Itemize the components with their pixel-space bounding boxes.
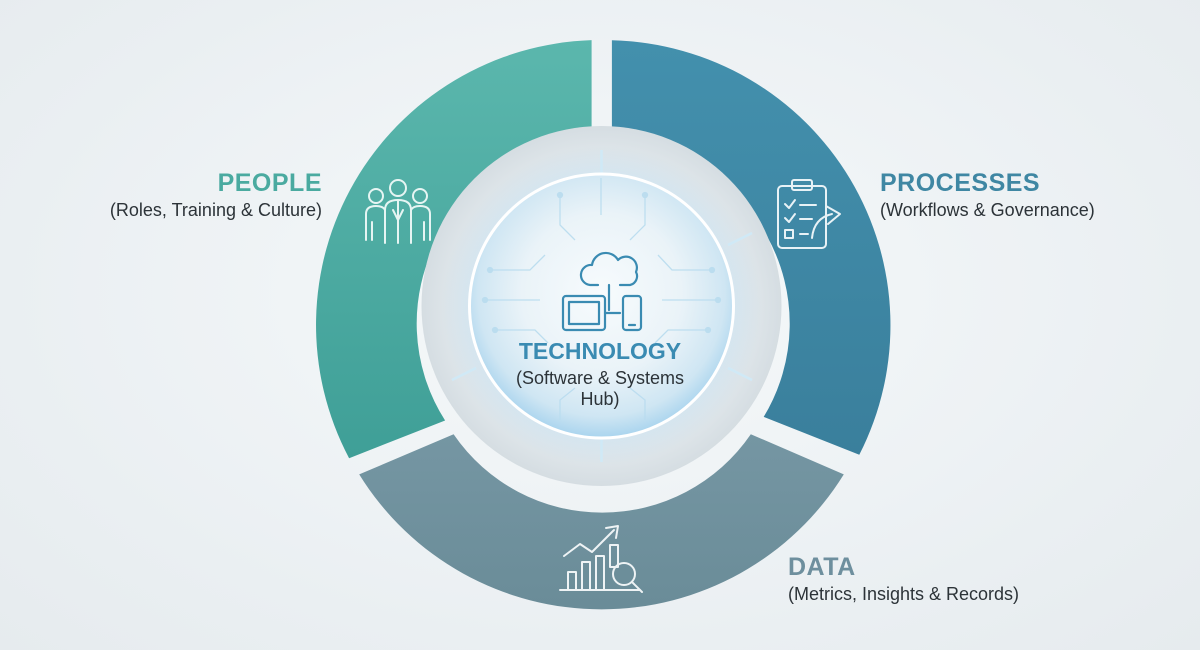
people-title: PEOPLE bbox=[217, 169, 322, 197]
people-subtitle: (Roles, Training & Culture) bbox=[109, 200, 322, 220]
data-subtitle: (Metrics, Insights & Records) bbox=[788, 584, 1020, 604]
technology-label: TECHNOLOGY (Software & Systems Hub) bbox=[480, 338, 720, 411]
separator-lines bbox=[451, 150, 753, 462]
technology-subtitle: (Software & Systems Hub) bbox=[515, 367, 685, 410]
processes-subtitle: (Workflows & Governance) bbox=[880, 200, 1095, 220]
data-title: DATA bbox=[788, 553, 856, 581]
cloud-devices-icon bbox=[561, 251, 643, 332]
data-segment[interactable] bbox=[359, 434, 844, 610]
circuit-pattern bbox=[481, 178, 722, 420]
chart-magnifier-icon bbox=[559, 525, 643, 593]
processes-segment[interactable] bbox=[611, 40, 891, 455]
people-label: PEOPLE (Roles, Training & Culture) bbox=[60, 168, 322, 222]
clipboard-checklist-icon bbox=[777, 179, 841, 249]
data-label: DATA (Metrics, Insights & Records) bbox=[788, 552, 1088, 606]
processes-label: PROCESSES (Workflows & Governance) bbox=[880, 168, 1180, 222]
people-group-icon bbox=[365, 179, 431, 244]
technology-hub[interactable] bbox=[468, 172, 735, 440]
technology-title: TECHNOLOGY bbox=[518, 338, 682, 364]
processes-title: PROCESSES bbox=[880, 169, 1041, 197]
